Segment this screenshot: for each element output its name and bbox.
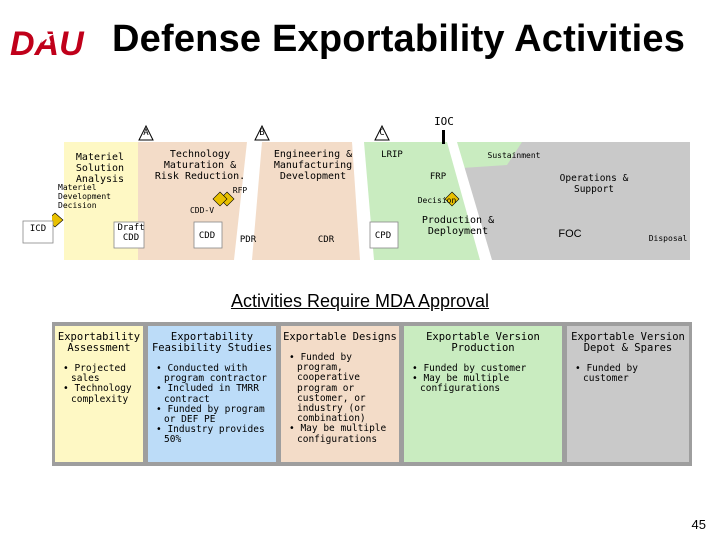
rfp-label: RFP (232, 186, 248, 195)
icd-document-icon (22, 220, 54, 244)
lrip-band (424, 142, 522, 170)
phase-lrip-label: LRIP (381, 150, 403, 160)
mdd-label: Materiel Development Decision (58, 183, 111, 210)
emd-separator (352, 142, 374, 260)
ioc-label: IOC (434, 115, 454, 128)
draft-cdd-doc (113, 221, 145, 249)
milestone-b-triangle (254, 124, 270, 141)
activity-box-feasibility: Exportability Feasibility Studies Conduc… (148, 326, 276, 462)
sustainment-region (422, 142, 690, 260)
icd-label: ICD (29, 224, 47, 234)
cpd-doc (369, 221, 399, 249)
phase-msa-label: Materiel Solution Analysis (75, 152, 125, 185)
milestone-a-triangle (138, 124, 154, 141)
activity-title: Exportability Assessment (57, 331, 141, 354)
activity-bullet: Technology complexity (61, 384, 139, 405)
cdd-v-diamond-2 (212, 191, 228, 207)
foc-label: FOC (558, 228, 582, 240)
milestone-c-triangle (374, 124, 390, 141)
pdr-label: PDR (239, 235, 257, 245)
page-number: 45 (691, 517, 706, 532)
cdd-label: CDD (198, 231, 216, 241)
cpd-label: CPD (374, 231, 392, 241)
cdd-v-label: CDD-V (189, 206, 215, 215)
activity-bullet: Funded by program or DEF PE (154, 404, 272, 425)
phase-disposal-label: Disposal (648, 234, 688, 243)
tmrr-emd-gap (234, 142, 262, 260)
activity-box-designs: Exportable Designs Funded by program, co… (281, 326, 399, 462)
approval-heading: Activities Require MDA Approval (230, 291, 490, 311)
activity-bullet: Funded by customer (573, 363, 685, 384)
activity-bullet: May be multiple configurations (410, 373, 558, 394)
activity-box-assessment: Exportability Assessment Projected sales… (55, 326, 143, 462)
mdd-diamond (52, 212, 64, 228)
activity-box-production: Exportable Version Production Funded by … (404, 326, 562, 462)
activity-title: Exportable Version Depot & Spares (571, 331, 685, 354)
cdd-doc (193, 221, 223, 249)
activity-bullet: Industry provides 50% (154, 425, 272, 446)
pd-separator (447, 142, 492, 260)
activity-bullet: Conducted with program contractor (154, 363, 272, 384)
activity-title: Exportability Feasibility Studies (151, 331, 273, 354)
milestone-b-label: B (259, 128, 265, 138)
cdr-label: CDR (317, 235, 335, 245)
activity-title: Exportable Version Production (426, 331, 540, 354)
activity-bullet: Funded by customer (410, 363, 558, 374)
frp-decision-diamond (444, 191, 460, 207)
activity-bullet: Included in TMRR contract (154, 384, 272, 405)
phase-pd-label: Production & Deployment (421, 215, 495, 237)
phase-emd-label: Engineering & Manufacturing Development (273, 149, 353, 182)
activity-bullet: May be multiple configurations (287, 424, 395, 445)
activity-box-depot: Exportable Version Depot & Spares Funded… (567, 326, 689, 462)
phase-ops-label: Operations & Support (559, 173, 629, 195)
milestone-c-label: C (379, 128, 385, 138)
dau-logo: DAU (10, 25, 85, 62)
svg-text:DAU: DAU (10, 25, 85, 62)
activity-bullet: Funded by program, cooperative program o… (287, 352, 395, 424)
activity-title: Exportable Designs (283, 331, 397, 343)
phase-sustainment-label: Sustainment (487, 151, 541, 160)
draft-cdd-label: Draft CDD (117, 223, 145, 243)
phase-tmrr-label: Technology Maturation & Risk Reduction. (154, 149, 246, 182)
milestone-a-label: A (143, 128, 149, 138)
slide-title: Defense Exportability Activities (112, 18, 686, 60)
frp-label: FRP (429, 172, 447, 182)
decision-label: Decision (417, 196, 457, 205)
activity-bullet: Projected sales (61, 363, 139, 384)
acquisition-timeline (52, 124, 690, 260)
